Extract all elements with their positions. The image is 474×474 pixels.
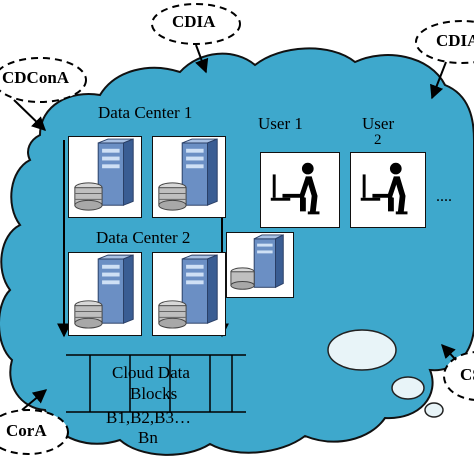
cdia-label: CDIA xyxy=(172,12,216,31)
right-bottom-label: CS xyxy=(460,365,474,384)
cdcona-arrow xyxy=(13,99,47,131)
user-2-label-line2: 2 xyxy=(374,132,382,148)
server-tile xyxy=(68,136,142,218)
server-tile xyxy=(226,232,294,298)
cdia-ellipse xyxy=(151,3,241,45)
user-1-label: User 1 xyxy=(258,114,303,133)
more-users-ellipsis: .... xyxy=(436,188,452,205)
server-icon xyxy=(158,138,218,211)
storage-label-line4: Bn xyxy=(138,428,158,447)
cdcona-ellipse xyxy=(0,57,87,103)
cdia-right-label: CDIA xyxy=(436,31,474,50)
server-tile xyxy=(152,252,226,336)
cora-arrow xyxy=(21,389,48,411)
server-tile xyxy=(68,252,142,336)
server-icon xyxy=(230,234,284,290)
user-tile xyxy=(350,152,426,228)
user-2-label-line1: User xyxy=(362,114,395,133)
data-center-1-label: Data Center 1 xyxy=(98,103,193,122)
cloud-puff xyxy=(327,329,397,371)
right-bottom-ellipse xyxy=(443,351,474,401)
cloud-puff xyxy=(424,402,444,418)
server-icon xyxy=(74,138,134,211)
cdia-arrow xyxy=(195,44,209,74)
person-at-computer-icon xyxy=(270,162,320,215)
cdcona-label: CDConA xyxy=(2,68,70,87)
data-center-2-label: Data Center 2 xyxy=(96,228,191,247)
user-tile xyxy=(260,152,340,228)
cora-ellipse xyxy=(0,409,69,455)
server-tile xyxy=(152,136,226,218)
cdia-right-arrow xyxy=(430,61,447,100)
cdia-right-ellipse xyxy=(415,20,474,64)
storage-label-line3: B1,B2,B3… xyxy=(106,408,192,427)
storage-label-line1: Cloud Data xyxy=(112,363,190,382)
storage-label-line2: Blocks xyxy=(130,384,178,403)
person-at-computer-icon xyxy=(360,162,408,215)
storage-blocks xyxy=(66,354,246,413)
server-icon xyxy=(158,254,218,329)
server-icon xyxy=(74,254,134,329)
cora-label: CorA xyxy=(6,421,47,440)
cloud-puff xyxy=(391,376,425,400)
right-bottom-arrow xyxy=(441,343,457,361)
